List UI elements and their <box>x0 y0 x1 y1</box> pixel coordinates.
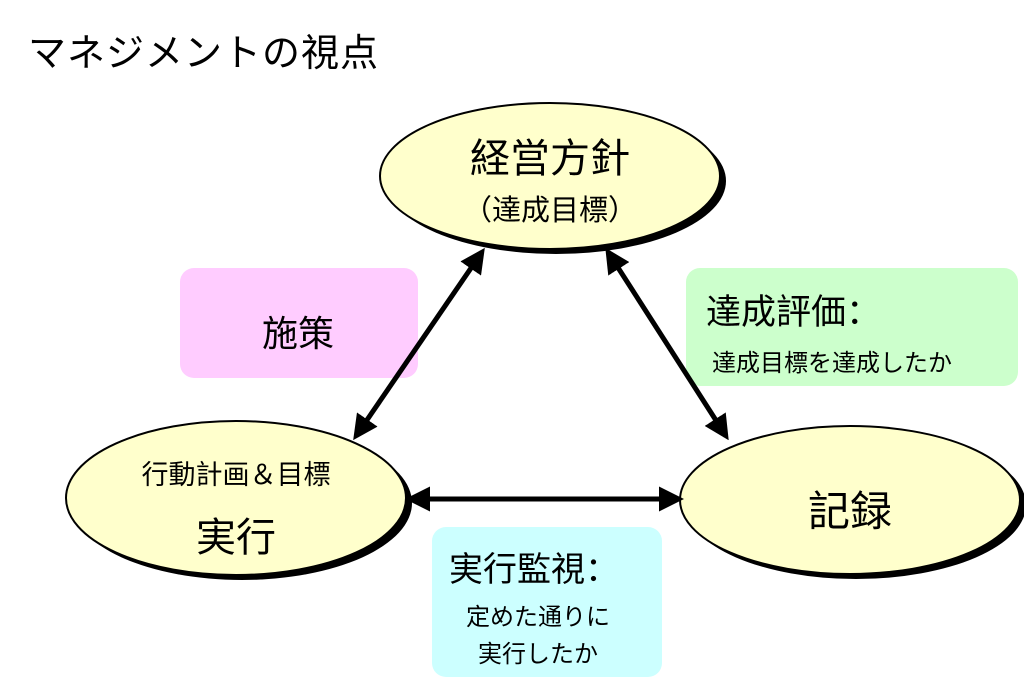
evaluation-box <box>686 268 1018 386</box>
monitoring-title: 実行監視： <box>449 550 619 590</box>
monitoring-line-1: 定めた通りに <box>466 603 610 631</box>
page-title: マネジメントの視点 <box>28 31 380 75</box>
policy-subtitle: （達成目標） <box>462 193 637 227</box>
policy-title: 経営方針 <box>470 136 630 182</box>
evaluation-text: 達成目標を達成したか <box>712 349 952 377</box>
monitoring-line-2: 実行したか <box>478 640 598 668</box>
evaluation-title: 達成評価： <box>706 293 882 333</box>
policy-node <box>379 102 721 250</box>
execution-subtitle: 行動計画＆目標 <box>141 460 331 491</box>
monitoring-box <box>432 527 662 677</box>
record-title: 記録 <box>807 487 892 536</box>
measures-title: 施策 <box>262 314 335 355</box>
arrow-policy-record <box>605 247 729 441</box>
execution-title: 実行 <box>196 515 276 561</box>
arrow-policy-execution <box>353 247 485 441</box>
